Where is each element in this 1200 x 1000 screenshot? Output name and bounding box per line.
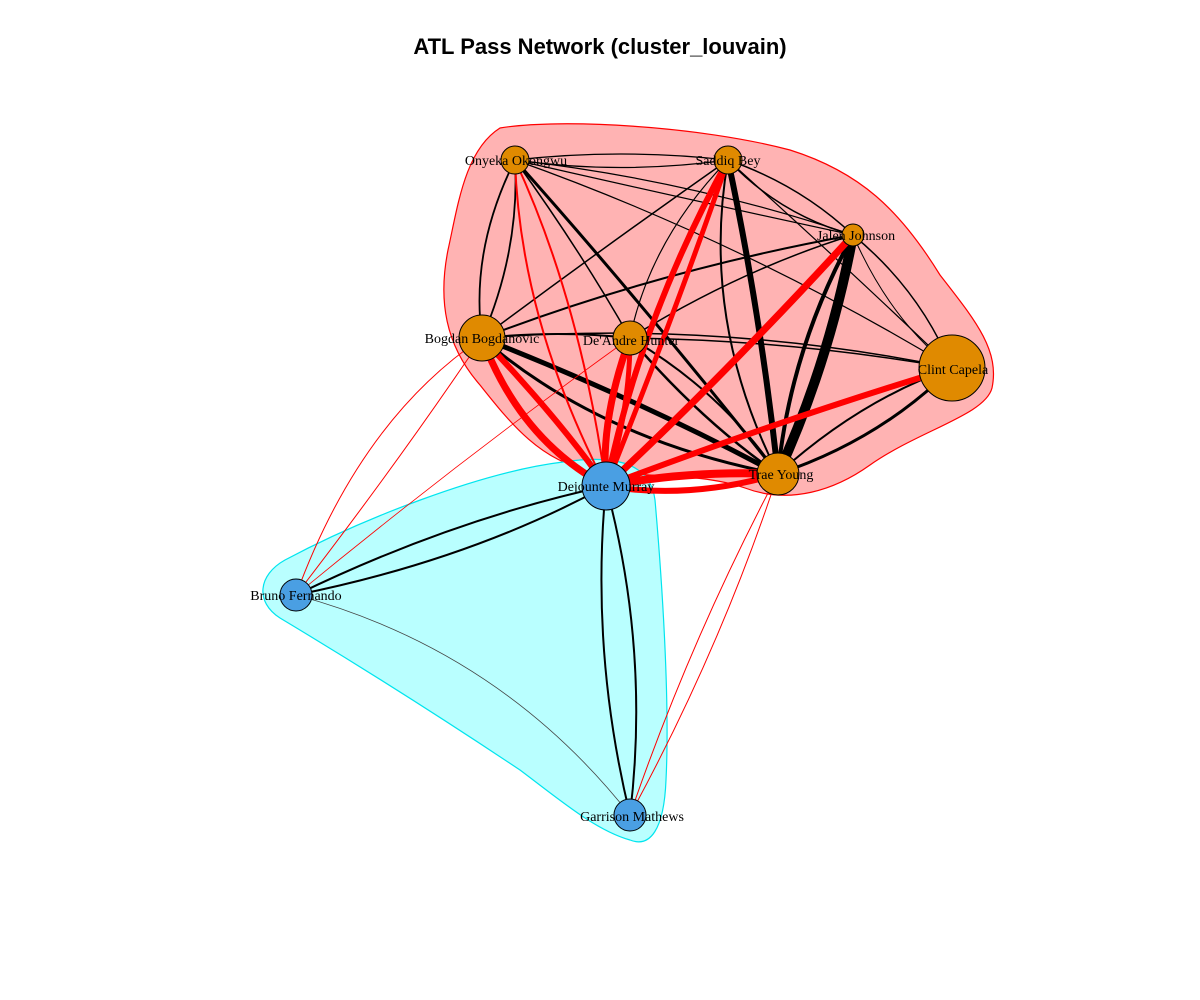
edge — [727, 159, 854, 236]
node-label-hunter: De'Andre Hunter — [583, 334, 680, 349]
edge — [605, 485, 638, 816]
edge — [727, 159, 854, 236]
edge — [603, 159, 731, 487]
edge — [481, 332, 953, 369]
edge — [603, 233, 856, 489]
edge — [295, 485, 607, 596]
cluster-hull-b — [262, 458, 668, 843]
edge — [481, 336, 779, 476]
edge — [514, 159, 607, 487]
node-label-okongwu: Onyeka Okongwu — [465, 154, 567, 169]
node-okongwu[interactable] — [500, 145, 530, 175]
edge — [629, 234, 854, 339]
node-label-mathews: Garrison Mathews — [580, 810, 684, 825]
edge — [514, 159, 953, 369]
edge — [514, 159, 854, 236]
node-fernando[interactable] — [279, 578, 313, 612]
node-capela[interactable] — [918, 334, 986, 402]
node-young[interactable] — [756, 452, 800, 496]
nodes — [279, 145, 986, 832]
edge — [295, 485, 607, 596]
edge — [604, 365, 953, 489]
edge — [629, 337, 953, 369]
node-bey[interactable] — [713, 145, 743, 175]
node-labels: Onyeka Okongwu Saddiq Bey Jalen Johnson … — [250, 154, 989, 825]
edge — [514, 153, 729, 161]
edge — [481, 234, 854, 339]
cluster-hull-a — [443, 123, 994, 496]
edge — [629, 337, 779, 476]
node-hunter[interactable] — [612, 320, 648, 356]
node-johnson[interactable] — [841, 223, 865, 247]
edge — [481, 159, 729, 339]
edge — [629, 473, 779, 816]
edge — [776, 234, 855, 475]
node-label-young: Trae Young — [749, 468, 814, 483]
node-label-fernando: Bruno Fernando — [250, 589, 341, 604]
edge — [295, 594, 631, 816]
chart-title: ATL Pass Network (cluster_louvain) — [413, 34, 787, 59]
node-label-bey: Saddiq Bey — [696, 154, 761, 169]
edge — [295, 337, 483, 596]
edge — [514, 159, 607, 487]
edge — [514, 159, 631, 339]
edge — [629, 473, 779, 816]
edge — [629, 337, 779, 475]
edge — [773, 234, 858, 477]
edge — [481, 335, 780, 477]
edge — [725, 159, 781, 475]
node-label-johnson: Jalen Johnson — [817, 229, 895, 244]
node-bogdanovic[interactable] — [458, 314, 506, 362]
node-label-murray: Dejounte Murray — [558, 480, 655, 495]
edge — [629, 159, 729, 339]
node-mathews[interactable] — [613, 798, 647, 832]
node-label-bogdanovic: Bogdan Bogdanovic — [425, 332, 540, 347]
node-murray[interactable] — [581, 461, 631, 511]
node-label-capela: Clint Capela — [918, 363, 989, 378]
edge — [295, 337, 483, 596]
edge — [600, 485, 631, 816]
edge — [295, 337, 631, 596]
intra-cluster-edges — [295, 153, 954, 816]
